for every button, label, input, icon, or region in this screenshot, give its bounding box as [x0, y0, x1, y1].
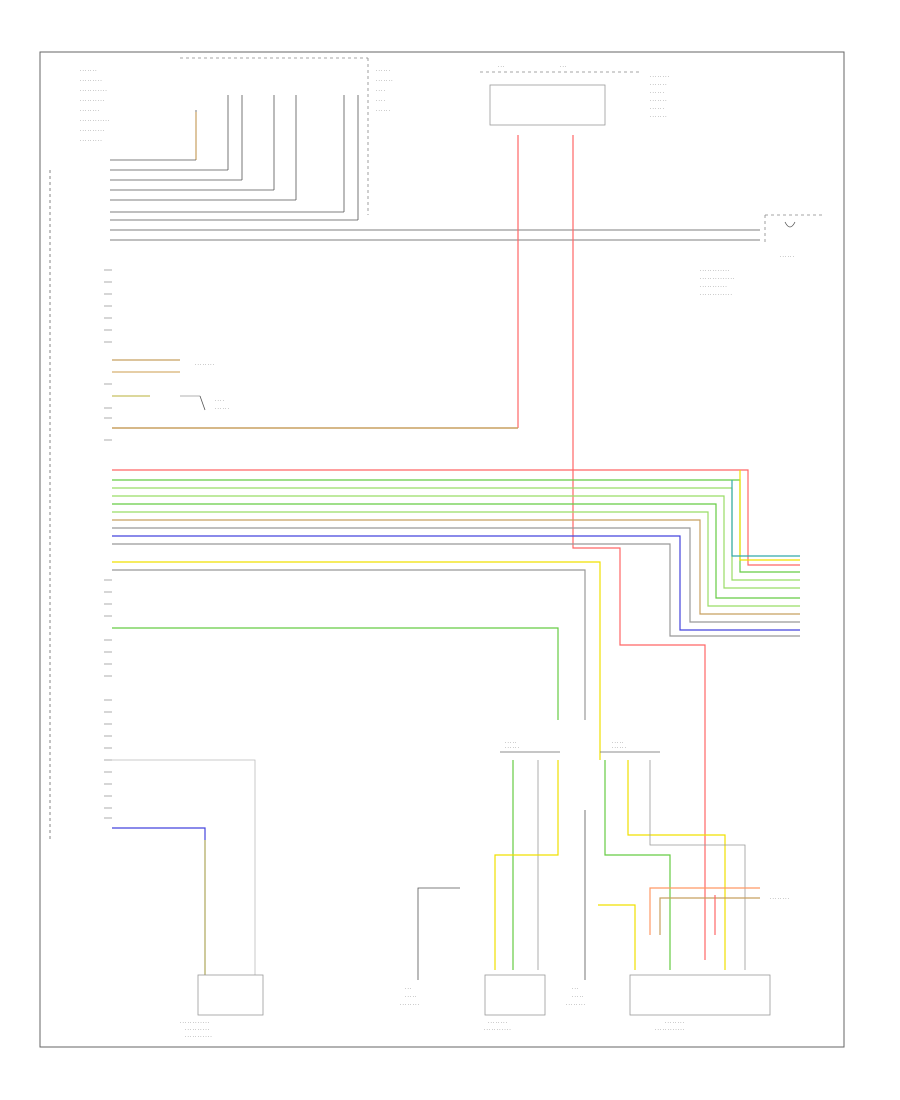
wire-red-fuse-b: [572, 135, 706, 960]
svg-text:· · · · · · · ·: · · · · · · · ·: [400, 1002, 419, 1007]
svg-text:· · · · · · ·: · · · · · · ·: [650, 98, 667, 103]
svg-text:· · · · · · · · ·: · · · · · · · · ·: [80, 78, 102, 83]
svg-text:· · · · · · · · · · ·: · · · · · · · · · · ·: [700, 284, 727, 289]
svg-text:· · · · · · · · ·: · · · · · · · · ·: [80, 138, 102, 143]
svg-text:· · · · · · · ·: · · · · · · · ·: [195, 362, 214, 367]
svg-text:· · · ·: · · · ·: [376, 98, 385, 103]
svg-text:· · · · · · ·: · · · · · · ·: [650, 82, 667, 87]
svg-text:· · · · · · · · · · ·: · · · · · · · · · · ·: [80, 88, 107, 93]
svg-text:· · · · · · · · · · · ·: · · · · · · · · · · · ·: [80, 118, 109, 123]
sensor-drops: [195, 95, 359, 220]
lower-harness: [112, 561, 601, 760]
svg-text:· · · · · ·: · · · · · ·: [780, 254, 794, 259]
fuse-box: · · · · · · · · · · · · · · · · · · · · …: [480, 64, 669, 126]
svg-text:· · · ·: · · · ·: [376, 88, 385, 93]
svg-text:· · · · · · ·: · · · · · · ·: [376, 78, 393, 83]
svg-text:· · · · · · · ·: · · · · · · · ·: [566, 1002, 585, 1007]
svg-text:· · · · · ·: · · · · · ·: [650, 106, 664, 111]
svg-text:· · · · · · ·: · · · · · · ·: [80, 68, 97, 73]
svg-text:· · · · ·: · · · · ·: [612, 740, 623, 745]
external-audio-right: · · · · · · · · · · · · · · · · · · · · …: [629, 887, 789, 1032]
svg-text:· · · ·: · · · ·: [215, 398, 224, 403]
connector-left: · · · · · · · · · · ·: [494, 740, 560, 970]
svg-text:· · · · ·: · · · · ·: [572, 994, 583, 999]
rear-speaker-right: · · · · · · · · · · · · · · · ·: [566, 810, 636, 1007]
svg-text:· · ·: · · ·: [498, 64, 504, 69]
svg-text:· · · · · · · ·: · · · · · · · ·: [488, 1020, 507, 1025]
svg-text:· · · · · · ·: · · · · · · ·: [650, 114, 667, 119]
svg-text:· · · · · · · · · ·: · · · · · · · · · ·: [80, 128, 104, 133]
svg-text:· · · · · ·: · · · · · ·: [505, 745, 519, 750]
svg-text:· · · · · · · · · · · ·: · · · · · · · · · · · ·: [700, 268, 729, 273]
svg-text:· · · · · · · · · · · ·: · · · · · · · · · · · ·: [180, 1020, 209, 1025]
svg-text:· · ·: · · ·: [572, 986, 578, 991]
svg-text:· · · · · · · · · ·: · · · · · · · · · ·: [80, 98, 104, 103]
svg-text:· · · · · · · · · · · · ·: · · · · · · · · · · · · ·: [700, 292, 732, 297]
svg-text:· · · · · ·: · · · · · ·: [376, 68, 390, 73]
rear-speaker-left: · · · · · · · · · · · · · · · ·: [400, 887, 460, 1007]
svg-text:· · · · · ·: · · · · · ·: [612, 745, 626, 750]
svg-text:· · · · · ·: · · · · · ·: [215, 406, 229, 411]
diagram-frame: [39, 51, 845, 1048]
svg-text:· · · · ·: · · · · ·: [505, 740, 516, 745]
svg-text:· · · · · · · · · · ·: · · · · · · · · · · ·: [185, 1034, 212, 1039]
connector-pins: [104, 269, 112, 819]
svg-text:· · · · · ·: · · · · · ·: [376, 108, 390, 113]
svg-text:· · · · · · · · · · · · · ·: · · · · · · · · · · · · · ·: [700, 276, 734, 281]
svg-text:· · · · ·: · · · · ·: [405, 994, 416, 999]
svg-text:· · · · · · · ·: · · · · · · · ·: [665, 1020, 684, 1025]
svg-text:· · · · · ·: · · · · · ·: [650, 90, 664, 95]
svg-text:· · · · · · · ·: · · · · · · · ·: [650, 74, 669, 79]
sensor-top-left: · · · · · · · · · · · · · · · · · · · · …: [80, 57, 393, 215]
antenna-right: · · · · · · · · · · · · · · · · · · · · …: [700, 214, 825, 297]
right-harness: [112, 469, 800, 637]
connector-right: · · · · · · · · · · ·: [600, 740, 746, 970]
svg-text:· · ·: · · ·: [405, 986, 411, 991]
svg-text:· · · · · · · · · · · ·: · · · · · · · · · · · ·: [655, 1027, 684, 1032]
external-audio-left: · · · · · · · · · · · · · · · · · · ·: [484, 974, 546, 1032]
svg-text:· · · · · · · · · · ·: · · · · · · · · · · ·: [484, 1027, 511, 1032]
svg-text:· · ·: · · ·: [560, 64, 566, 69]
svg-text:· · · · · · · ·: · · · · · · · ·: [770, 896, 789, 901]
svg-text:· · · · · · · ·: · · · · · · · ·: [80, 108, 99, 113]
svg-text:· · · · · · · · · ·: · · · · · · · · · ·: [185, 1027, 209, 1032]
top-harness: [110, 159, 760, 241]
stub-wires: [112, 359, 206, 411]
telephone-transceiver: · · · · · · · · · · · · · · · · · · · · …: [112, 759, 264, 1039]
